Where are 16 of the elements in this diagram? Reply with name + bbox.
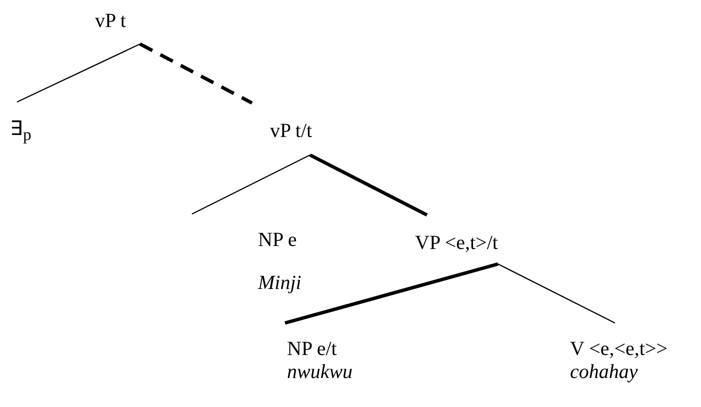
tree-branch bbox=[16, 43, 140, 103]
category-label: V <e,<e,t>> bbox=[570, 338, 668, 360]
tree-branch bbox=[139, 42, 253, 105]
tree-branch bbox=[498, 263, 616, 324]
tree-branch bbox=[192, 154, 310, 215]
category-label: vP t/t bbox=[270, 120, 312, 142]
word-label: cohahay bbox=[570, 361, 638, 383]
tree-branch bbox=[309, 153, 428, 217]
category-label: VP <e,t>/t bbox=[415, 232, 498, 254]
word-label: Minji bbox=[258, 272, 302, 294]
category-label: NP e/t bbox=[287, 338, 337, 360]
tree-branch bbox=[284, 262, 498, 325]
category-label: NP e bbox=[258, 229, 297, 251]
word-label: nwukwu bbox=[287, 361, 353, 383]
category-label: ∃$_{p}$ bbox=[10, 118, 32, 146]
category-label: vP t bbox=[95, 10, 126, 32]
